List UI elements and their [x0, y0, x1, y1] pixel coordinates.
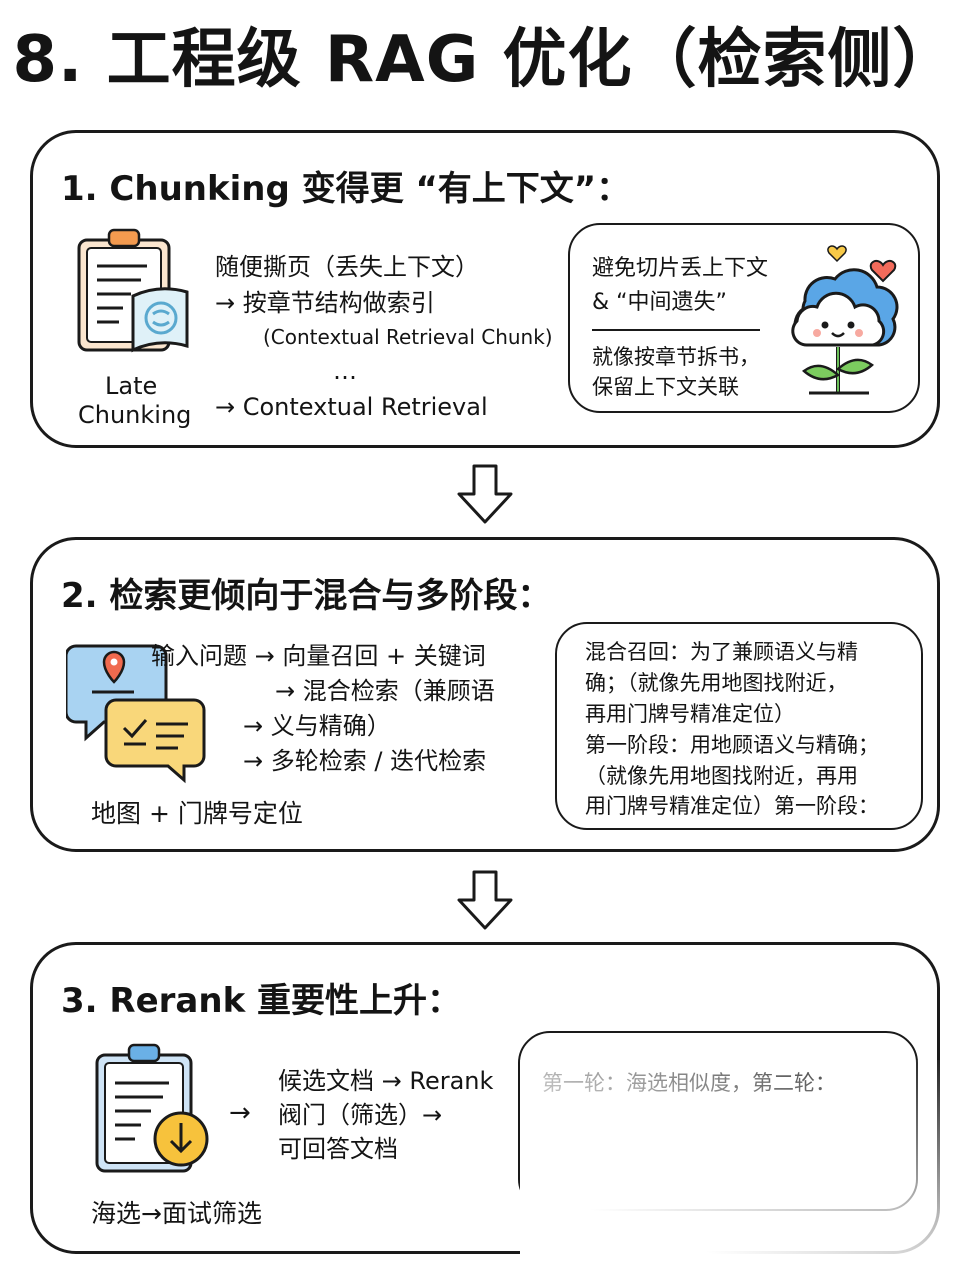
callout-title: & “中间遗失” [592, 290, 727, 315]
callout-body: 就像按章节拆书， [592, 345, 760, 369]
map-label: 地图 + 门牌号定位 [91, 799, 303, 828]
section-heading: 2. 检索更倾向于混合与多阶段： [61, 576, 552, 616]
section-heading: 3. Rerank 重要性上升： [61, 981, 462, 1021]
flow-step: → 混合检索（兼顾语 [275, 677, 495, 705]
flow-step: → 义与精确） [243, 712, 391, 740]
callout-bubble: 第一轮：海选相似度，第二轮： [518, 1031, 918, 1211]
flow-step: → Contextual Retrieval [215, 393, 488, 421]
callout-title: 避免切片丢上下文 [592, 256, 769, 281]
callout-body: 保留上下文关联 [592, 375, 739, 399]
section-hybrid-retrieval-panel: 2. 检索更倾向于混合与多阶段： 地图 + 门牌号定位 输入问题 → 向量召回 … [30, 537, 940, 852]
callout-line: 混合召回：为了兼顾语义与精 [585, 640, 858, 664]
flow-step: 阀门（筛选）→ [278, 1101, 443, 1129]
flow-arrow: → [229, 1098, 251, 1128]
section-chunking-panel: 1. Chunking 变得更 “有上下文”： Late Chunking 随便… [30, 130, 940, 448]
down-arrow-icon [457, 464, 513, 524]
callout-line: 用门牌号精准定位）第一阶段： [585, 794, 879, 818]
chat-bubbles-map-pin-icon [66, 644, 206, 784]
clipboard-document-icon [77, 228, 189, 353]
flow-step: 可回答文档 [278, 1135, 398, 1163]
flow-ellipsis: … [333, 357, 357, 385]
page-title: 8. 工程级 RAG 优化（检索侧） [12, 23, 958, 97]
cloud-mascot-icon [791, 245, 899, 395]
divider [592, 329, 760, 331]
flow-step: → 按章节结构做索引 [215, 289, 435, 317]
down-arrow-icon [457, 870, 513, 930]
callout-line: 确；（就像先用地图找附近， [585, 671, 848, 695]
flow-step: 候选文档 → Rerank [278, 1067, 494, 1095]
callout-line: 再用门牌号精准定位） [585, 702, 795, 726]
flow-step: 随便撕页（丢失上下文） [215, 253, 479, 281]
callout-line: 第一阶段：用地顾语义与精确； [585, 733, 879, 757]
callout-bubble: 避免切片丢上下文 & “中间遗失” 就像按章节拆书， 保留上下文关联 [568, 223, 920, 413]
flow-note: (Contextual Retrieval Chunk) [263, 325, 553, 349]
flow-step: 输入问题 → 向量召回 + 关键词 [151, 642, 486, 670]
screening-label: 海选→面试筛选 [91, 1199, 262, 1228]
flow-step: → 多轮检索 / 迭代检索 [243, 747, 487, 775]
callout-bubble: 混合召回：为了兼顾语义与精 确；（就像先用地图找附近， 再用门牌号精准定位） 第… [555, 622, 923, 830]
section-heading: 1. Chunking 变得更 “有上下文”： [61, 169, 631, 209]
chunking-label: Chunking [78, 401, 192, 429]
clipboard-download-icon [95, 1043, 209, 1173]
callout-line: （就像先用地图找附近，再用 [585, 764, 858, 788]
callout-line: 第一轮：海选相似度，第二轮： [542, 1071, 836, 1095]
late-label: Late [105, 372, 158, 400]
section-rerank-panel: 3. Rerank 重要性上升： → 海选→面试筛选 候选文档 → Rerank… [30, 942, 940, 1254]
